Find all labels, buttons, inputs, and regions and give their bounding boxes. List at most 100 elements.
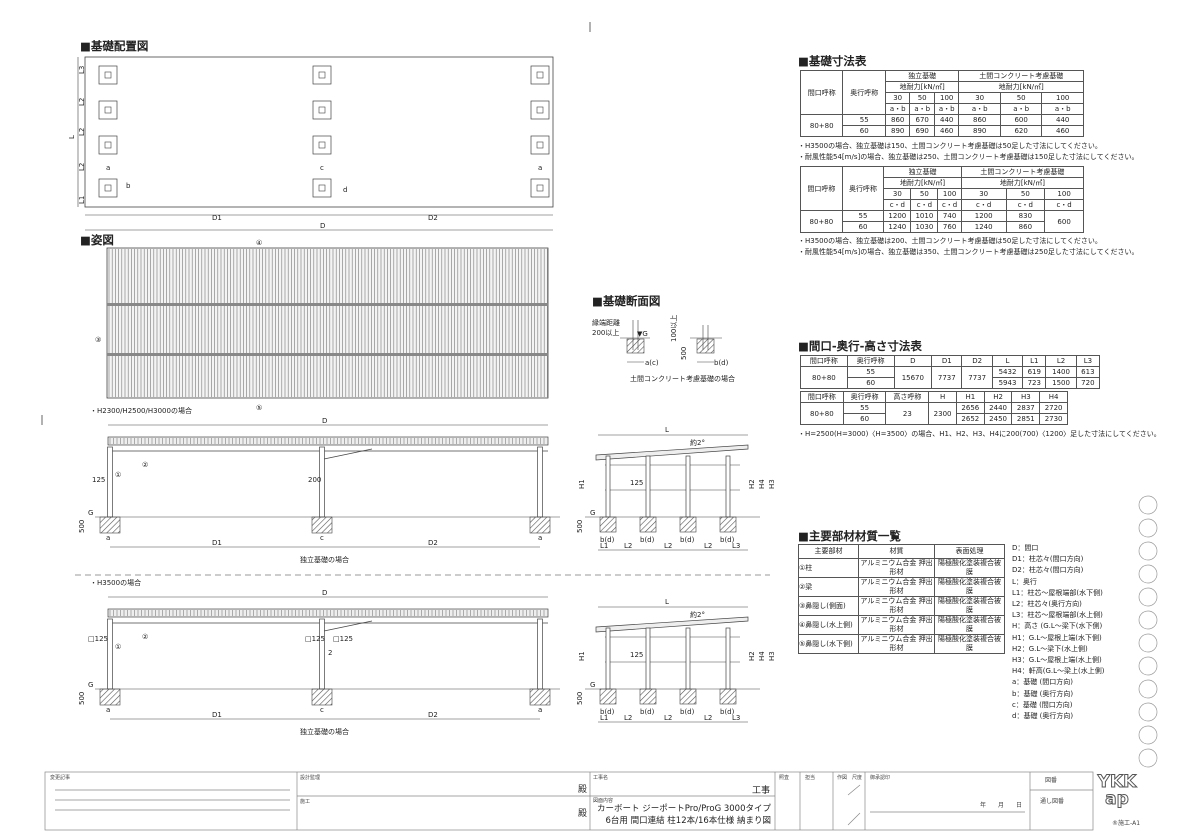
- post: [318, 71, 326, 79]
- dim-L2c: L2: [78, 163, 86, 171]
- footing: [312, 135, 332, 155]
- dim-a-right: a: [538, 534, 542, 542]
- L1: 723: [1022, 377, 1047, 389]
- column: [537, 618, 543, 690]
- footing: [312, 178, 332, 198]
- dim-D: D: [322, 417, 327, 425]
- H2: 2440: [983, 402, 1013, 414]
- note: ・耐風性能54[m/s]の場合、独立基礎は350、土間コンクリート考慮基礎は25…: [798, 248, 1139, 256]
- depth: 60: [842, 413, 887, 425]
- load: 30: [960, 188, 1007, 200]
- D2: 7737: [961, 366, 993, 389]
- foundation: [599, 688, 617, 705]
- legend-item: H1：G.L～屋根上端(水下側): [1012, 633, 1102, 642]
- D: 15670: [893, 366, 933, 389]
- foundation: [719, 516, 737, 533]
- H3: 2851: [1011, 413, 1041, 425]
- cell: 1030: [910, 221, 939, 233]
- H1: 2656: [955, 402, 985, 414]
- sub: c・d: [1044, 199, 1084, 211]
- roof-side: [595, 444, 749, 461]
- post: [104, 71, 112, 79]
- cell: 1010: [910, 210, 939, 222]
- elevation-title: ・H2300/H2500/H3000の場合: [90, 406, 192, 415]
- load: 100: [1044, 188, 1084, 200]
- roof-outline: [106, 247, 549, 399]
- material: アルミニウム合金 押出形材: [858, 596, 935, 616]
- cell: 830: [1005, 210, 1046, 222]
- project-label: 工事名: [593, 775, 609, 781]
- header: L: [991, 355, 1024, 367]
- dim-bd: b(d): [680, 536, 695, 544]
- material-table: 主要部材材質表面処理 ①柱アルミニウム合金 押出形材陽極酸化塗装複合被膜 ②梁ア…: [798, 544, 1005, 654]
- header: 奥行呼称: [846, 355, 895, 367]
- column: [685, 627, 691, 690]
- drawing-no-label: 図番: [1045, 777, 1058, 784]
- dim-H1: H1: [578, 651, 586, 661]
- sub: c・d: [883, 199, 912, 211]
- dim-b: b: [126, 182, 131, 190]
- depth: 55: [842, 114, 886, 126]
- post: [318, 184, 326, 192]
- sub: a・b: [958, 103, 1001, 115]
- foundation-section: [620, 320, 722, 363]
- load: 30: [958, 92, 1001, 104]
- gl-mark: G: [88, 681, 93, 689]
- part: ②梁: [798, 577, 859, 597]
- section-bd: b(d): [714, 359, 729, 367]
- cell: 670: [909, 114, 935, 126]
- header: 奥行呼称: [842, 391, 887, 403]
- charge-label: 担当: [805, 775, 816, 781]
- heading-material-table: ■主要部材材質一覧: [798, 529, 901, 543]
- H4: 2720: [1039, 402, 1068, 414]
- cell: 1240: [883, 221, 912, 233]
- header: 材質: [858, 544, 935, 559]
- legend-item: D2：柱芯々(間口方向): [1012, 566, 1084, 575]
- load: 30: [884, 92, 911, 104]
- cell: 890: [958, 125, 1001, 137]
- cell: 860: [1005, 221, 1046, 233]
- dim-D2: D2: [428, 214, 438, 222]
- legend-item: H：高さ (G.L～梁下(水下側): [1012, 622, 1103, 631]
- date-field: 年 月 日: [980, 802, 1023, 809]
- table-row: ⑤鼻隠し(水下側)アルミニウム合金 押出形材陽極酸化塗装複合被膜: [798, 634, 1005, 654]
- H3: 2837: [1011, 402, 1041, 414]
- header: H: [928, 391, 957, 403]
- L3: 720: [1075, 377, 1101, 389]
- callout-1: ①: [115, 643, 121, 651]
- bearing-label: 地耐力[kN/㎡]: [960, 177, 1085, 189]
- column: [107, 446, 113, 518]
- heading-dimension-table: ■間口-奥行-高さ寸法表: [798, 339, 922, 353]
- check-label: 照査: [779, 775, 790, 781]
- header: 高さ呼称: [885, 391, 930, 403]
- bearing-label: 地耐力[kN/㎡]: [958, 81, 1084, 93]
- post: [536, 141, 544, 149]
- legend-item: H2：G.L～梁下(水上側): [1012, 644, 1088, 653]
- dim-a-right: a: [538, 164, 542, 172]
- section-ac: a(c): [645, 359, 659, 367]
- sheet-code: ®施工-A1: [1112, 820, 1141, 827]
- section-edge-distance: 縁端距離: [592, 318, 620, 327]
- note: ・耐風性能54[m/s]の場合、独立基礎は250、土間コンクリート考慮基礎は15…: [798, 153, 1139, 161]
- scale-label: 尺度: [852, 775, 863, 781]
- dim-a: a: [106, 706, 110, 714]
- footing: [98, 100, 118, 120]
- column: [725, 455, 731, 518]
- dim-125: 125: [92, 476, 105, 484]
- callout-2: ②: [142, 633, 148, 641]
- dim-L1: L1: [600, 714, 608, 722]
- table-row: ①柱アルミニウム合金 押出形材陽極酸化塗装複合被膜: [798, 558, 1005, 578]
- section-top: 100以上: [669, 315, 678, 342]
- revision-circle: [1138, 541, 1158, 561]
- cell: 460: [1041, 125, 1084, 137]
- H2: 2450: [983, 413, 1013, 425]
- note: ・H=2500(H=3000)〈H=3500〉の場合、H1、H2、H3、H4に2…: [798, 430, 1161, 438]
- sub: a・b: [999, 103, 1043, 115]
- opening: 80+80: [800, 366, 848, 389]
- cell: 1200: [883, 210, 912, 222]
